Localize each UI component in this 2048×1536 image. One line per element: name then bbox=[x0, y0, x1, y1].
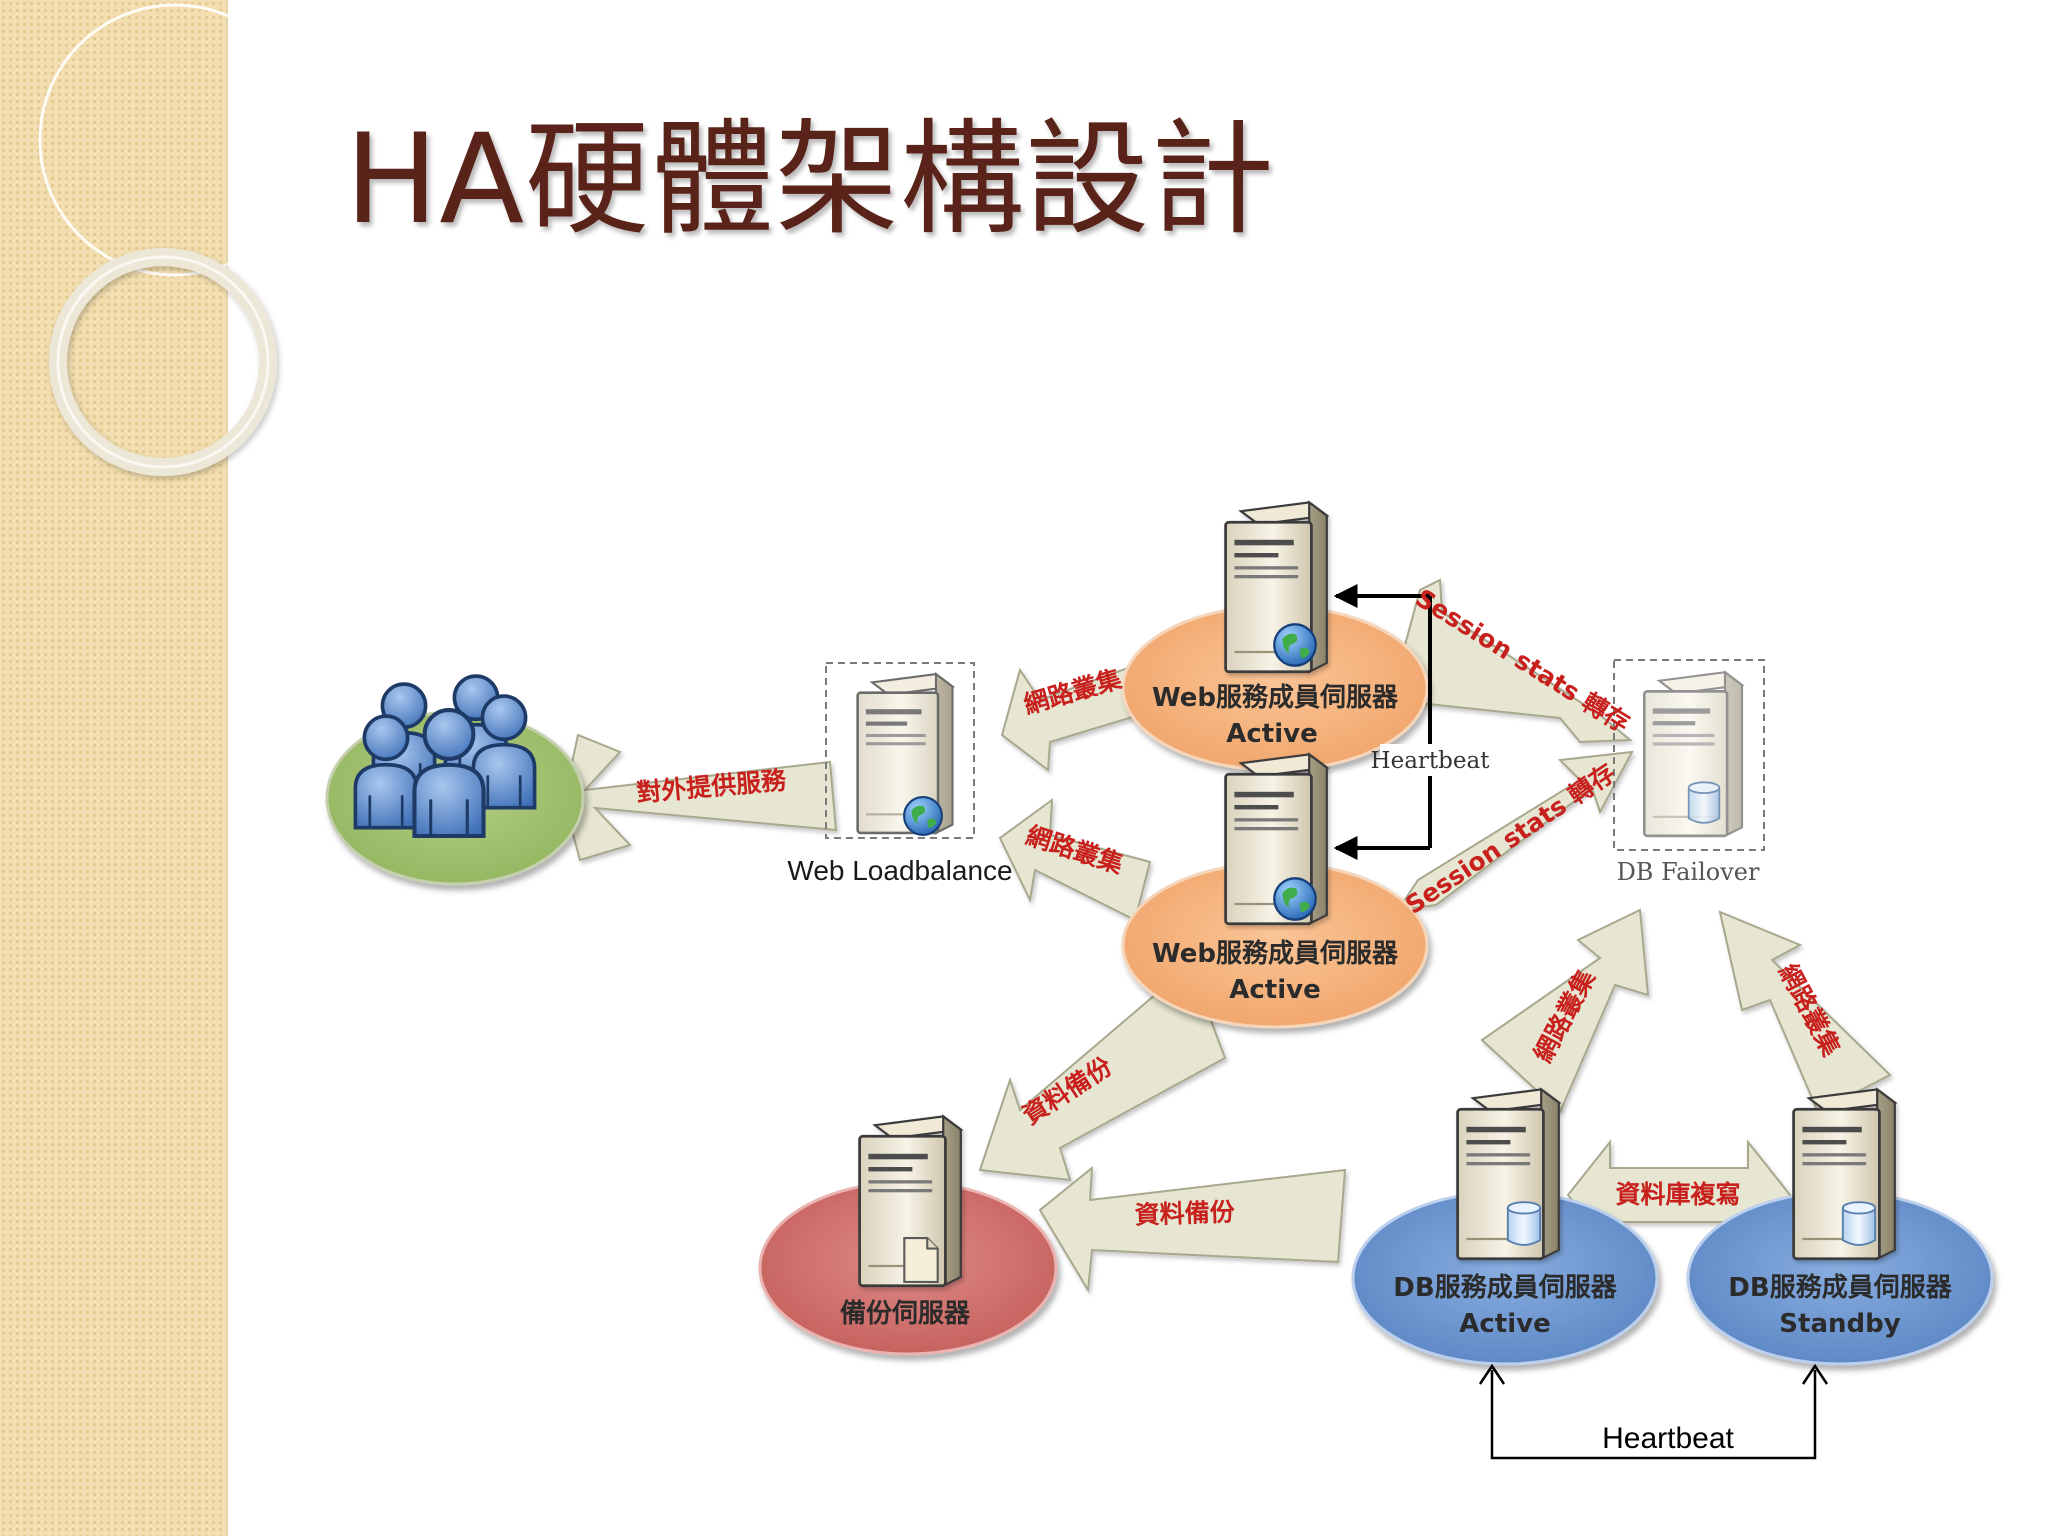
db-heartbeat-label: Heartbeat bbox=[1602, 1422, 1734, 1455]
db-active-database-icon bbox=[1506, 1201, 1542, 1246]
db-replication-label: 資料庫複寫 bbox=[1615, 1180, 1740, 1209]
web-loadbalance-globe-icon bbox=[903, 796, 943, 836]
arrow-db-cluster-standby bbox=[1718, 910, 1892, 1114]
arrow-session-lower bbox=[1395, 750, 1634, 912]
data-backup-horizontal-label: 資料備份 bbox=[1134, 1197, 1235, 1229]
arrow-external-service bbox=[562, 733, 838, 862]
deco-ring-large bbox=[38, 3, 312, 277]
backup-server-label: 備份伺服器 bbox=[840, 1298, 971, 1329]
arrow-session-upper bbox=[1388, 578, 1633, 744]
deco-ring-small-highlight bbox=[56, 255, 270, 469]
session-lower-label: Session stats 轉存 bbox=[1400, 758, 1620, 920]
db-active-status: Active bbox=[1459, 1309, 1550, 1339]
web-heartbeat-connector bbox=[1333, 584, 1480, 860]
web-server-2-globe-icon bbox=[1273, 877, 1317, 921]
web-server-1-status: Active bbox=[1226, 719, 1317, 749]
db-failover-label: DB Failover bbox=[1617, 858, 1760, 886]
slide-title: HA硬體架構設計 bbox=[345, 108, 1276, 252]
sidebar-edge bbox=[226, 0, 228, 1536]
arrow-data-backup-diagonal bbox=[978, 963, 1227, 1182]
web-server-2-title: Web服務成員伺服器 bbox=[1152, 939, 1399, 969]
db-standby-status: Standby bbox=[1779, 1309, 1900, 1339]
db-active-title: DB服務成員伺服器 bbox=[1393, 1273, 1617, 1303]
web-server-2-status: Active bbox=[1229, 975, 1320, 1005]
web-loadbalance-label: Web Loadbalance bbox=[787, 855, 1012, 886]
web-loadbalance-box bbox=[825, 662, 975, 839]
arrow-data-backup-horizontal bbox=[1038, 1165, 1347, 1294]
db-standby-title: DB服務成員伺服器 bbox=[1728, 1273, 1952, 1303]
web-heartbeat-label: Heartbeat bbox=[1371, 748, 1491, 774]
db-failover-box bbox=[1613, 659, 1765, 851]
db-standby-database-icon bbox=[1841, 1201, 1877, 1246]
web-server-1-globe-icon bbox=[1273, 623, 1317, 667]
web-server-1-title: Web服務成員伺服器 bbox=[1152, 683, 1399, 713]
backup-document-icon bbox=[903, 1237, 939, 1283]
db-heartbeat-connector bbox=[1478, 1363, 1829, 1460]
decorative-rings bbox=[38, 3, 312, 476]
db-failover-database-icon bbox=[1687, 781, 1721, 824]
arrow-db-cluster-active bbox=[1480, 908, 1650, 1114]
arrow-network-cluster-lower bbox=[998, 797, 1152, 922]
